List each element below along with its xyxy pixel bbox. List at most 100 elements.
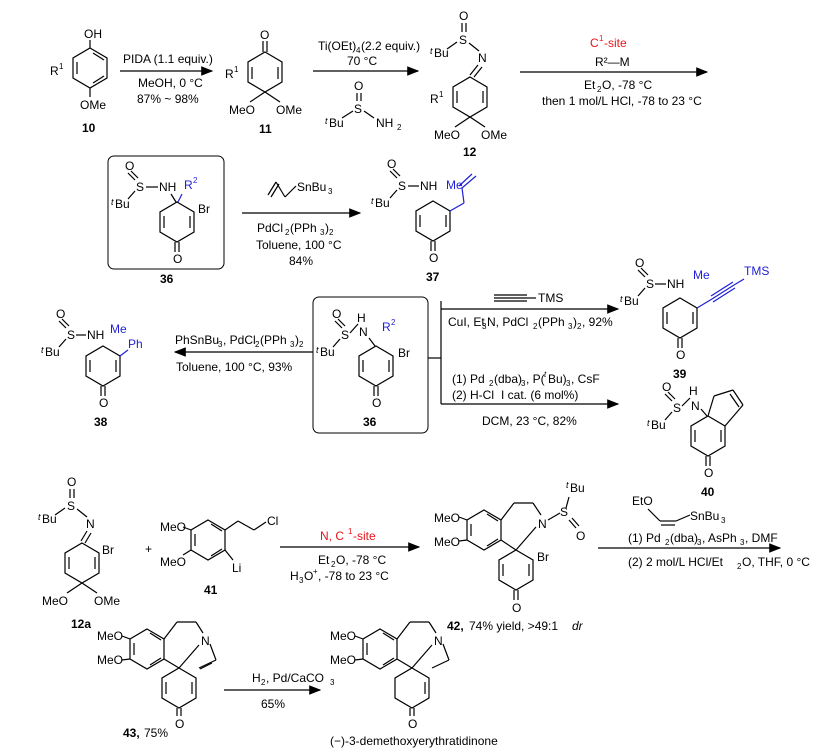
a2-mid: 70 °C — [347, 54, 377, 68]
nh-38: NH — [87, 328, 104, 342]
a9-l1-sub2: 3 — [697, 538, 702, 547]
ph-38: Ph — [128, 337, 143, 351]
r2-36a: R — [184, 178, 193, 192]
a7-l1-sub3: 3 — [566, 379, 571, 388]
s-12: S — [459, 33, 467, 47]
o-12: O — [459, 9, 468, 23]
a9-l1-rest: (dba) — [670, 531, 698, 545]
label-42-yield: 74% yield, >49:1 — [469, 619, 558, 633]
arrow-10: H 2 , Pd/CaCO 3 65% — [224, 671, 335, 711]
compound-39: O S t Bu NH Me TMS O 39 — [620, 256, 769, 381]
label-37: 37 — [426, 270, 440, 284]
label-43-yield: 75% — [144, 726, 168, 740]
a4-snbu3: SnBu — [297, 180, 326, 194]
a4-cat-rest: (PPh — [290, 221, 317, 235]
r2-36a-sup: 2 — [193, 176, 198, 185]
a10-top-sub2: 3 — [330, 678, 335, 687]
label-42: 42, — [447, 619, 464, 633]
o-40-keto: O — [704, 466, 713, 480]
o-36b-keto: O — [372, 396, 381, 410]
a4-cat-end: ) — [325, 221, 329, 235]
ome-label: OMe — [80, 98, 106, 112]
r1-12-sup: 1 — [439, 90, 444, 99]
n-12: N — [478, 51, 487, 65]
a6-cond-sub4: 2 — [299, 340, 304, 349]
label-12: 12 — [463, 145, 477, 159]
box-36a — [107, 155, 225, 270]
t-36b: t — [316, 345, 319, 355]
arrow-2: Ti(OEt) 4 (2.2 equiv.) 70 °C O S t Bu NH… — [313, 39, 420, 132]
t-38: t — [41, 345, 44, 355]
o-37-keto: O — [429, 251, 438, 265]
a5-cond-rest2: (PPh — [538, 315, 565, 329]
arrow-4: SnBu 3 PdCl 2 (PPh 3 ) 2 Toluene, 100 °C… — [242, 180, 362, 268]
s-38: S — [67, 328, 75, 342]
a5-cond-end: ) — [573, 315, 577, 329]
a6-cond-sub3: 3 — [290, 340, 295, 349]
o-36a: O — [125, 159, 134, 173]
a1-bot: 87% ~ 98% — [137, 92, 199, 106]
a3-reagent: R²—M — [595, 55, 630, 69]
a4-cat-sub2: 3 — [320, 228, 325, 237]
meo-42a: MeO — [434, 511, 460, 525]
oh-label: OH — [84, 27, 102, 41]
s-37: S — [398, 179, 406, 193]
a9-snbu3: SnBu — [690, 509, 719, 523]
a10-top-sub: 2 — [261, 678, 266, 687]
a9-l1-end: , DMF — [745, 531, 778, 545]
bu-36a: Bu — [115, 197, 130, 211]
r1-11-sup: 1 — [234, 65, 239, 74]
o-40: O — [662, 380, 671, 394]
a9-l1-sub: 2 — [665, 538, 670, 547]
r2-36b-sup: 2 — [391, 318, 396, 327]
o-42-keto: O — [512, 601, 521, 615]
a3-solv-rest: O, -78 °C — [602, 78, 652, 92]
o-12a: O — [67, 475, 76, 489]
t-37: t — [371, 196, 374, 206]
a9-l2-rest: O, THF, 0 °C — [742, 555, 810, 569]
a6-cond-end: ) — [295, 333, 299, 347]
a10-bot: 65% — [261, 697, 285, 711]
a9-l1-rest2: , AsPh — [702, 531, 737, 545]
a5-cond-sub3: 3 — [568, 322, 573, 331]
t-12a: t — [38, 512, 41, 522]
h-40: H — [689, 384, 698, 398]
compound-41: MeO MeO Cl Li 41 — [160, 514, 278, 597]
a6-cond: PhSnBu — [175, 333, 219, 347]
n-12a: N — [86, 517, 95, 531]
label-36b: 36 — [363, 415, 377, 429]
a4-yield: 84% — [289, 254, 313, 268]
br-12a: Br — [102, 543, 114, 557]
arrow-9: EtO SnBu 3 (1) Pd 2 (dba) 3 , AsPh 3 , D… — [598, 494, 810, 571]
tms-39: TMS — [744, 264, 769, 278]
o-36a-keto: O — [173, 252, 182, 266]
bu-37: Bu — [375, 196, 390, 210]
n-final: N — [434, 634, 443, 648]
bu-38: Bu — [45, 345, 60, 359]
o-sulfinamide: O — [354, 79, 363, 93]
label-40: 40 — [701, 485, 715, 499]
nh2-label: NH — [376, 116, 393, 130]
a7-l1: (1) Pd — [452, 372, 485, 386]
li-41: Li — [232, 561, 241, 575]
a7-l1-t: t — [544, 370, 547, 379]
a10-top-rest: , Pd/CaCO — [266, 671, 324, 685]
t-42: t — [566, 480, 569, 490]
a9-l2: (2) 2 mol/L HCl/Et — [628, 555, 724, 569]
a5-cond-sub4: 2 — [577, 322, 582, 331]
a8-quench-o: O — [304, 569, 313, 583]
nh-39: NH — [667, 277, 684, 291]
meo-41b: MeO — [160, 555, 186, 569]
arrow-7: (1) Pd 2 (dba) 3 , P( t Bu) 3 , CsF (2) … — [441, 370, 620, 428]
a3-quench: then 1 mol/L HCl, -78 to 23 °C — [542, 94, 702, 108]
o-38-keto: O — [99, 396, 108, 410]
compound-38: O S t Bu NH Me Ph O 38 — [41, 307, 143, 429]
s-sulfinamide: S — [354, 102, 362, 116]
arrow-1: PIDA (1.1 equiv.) MeOH, 0 °C 87% ~ 98% — [120, 52, 214, 106]
o-36b: O — [332, 307, 341, 321]
a7-solv: DCM, 23 °C, 82% — [482, 414, 577, 428]
label-43: 43, — [123, 726, 140, 740]
compound-37: O S t Bu NH Me O 37 — [371, 157, 477, 284]
cl-41: Cl — [267, 514, 278, 528]
